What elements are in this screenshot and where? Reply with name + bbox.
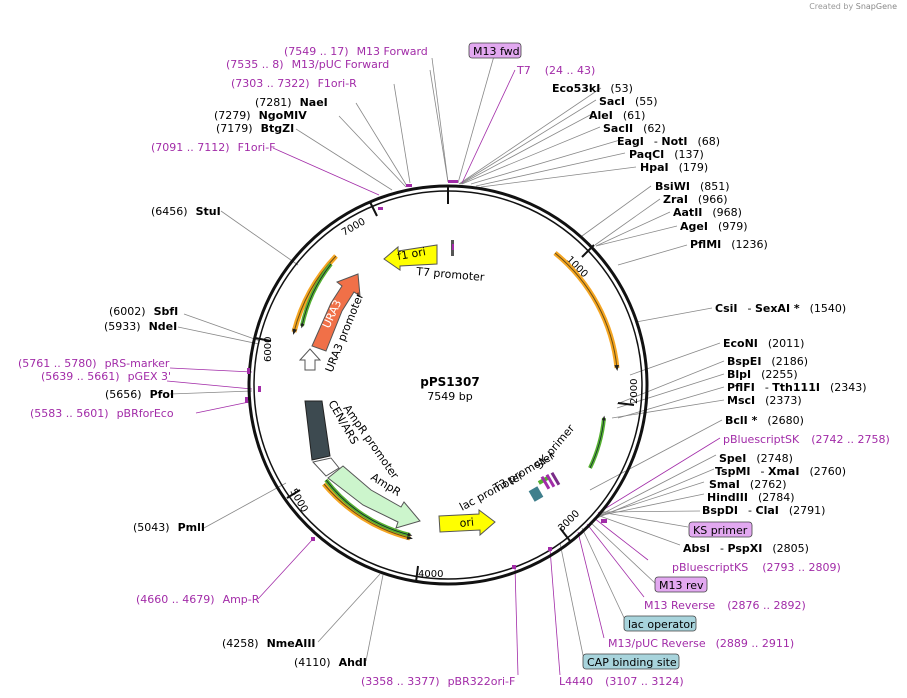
snapgene-watermark: Created by SnapGene [809,2,897,11]
nmeaiii-site-label[interactable]: (4258)NmeAIII [222,637,316,650]
cap-binding-site-box[interactable] [582,653,680,670]
green-arc-strokes [300,263,606,537]
eagi-noti-site-label[interactable]: EagI- NotI(68) [617,135,720,148]
pmli-site-label[interactable]: (5043)PmlI [133,521,205,534]
ks-primer-label: KS primer [693,524,748,537]
hindiii-site-label[interactable]: HindIII(2784) [707,491,795,504]
ngomiv-site-label[interactable]: (7279)NgoMIV [214,109,307,122]
m13-rev-label: M13 rev [659,579,704,592]
tick-2000: 2000 [629,379,640,404]
pfoi-site-label[interactable]: (5656)PfoI [105,388,174,401]
eco53ki-site-label[interactable]: Eco53kI(53) [552,82,633,95]
blpi-site-label[interactable]: BlpI(2255) [727,368,798,381]
sbfi-site-label[interactable]: (6002)SbfI [109,305,178,318]
csii-sexai-site-label[interactable]: CsiI- SexAI *(1540) [715,302,846,315]
ks-primer-box[interactable] [688,521,753,538]
tick-marks [254,186,635,583]
t7-primer-mark [452,244,454,250]
msci-site-label[interactable]: MscI(2373) [727,394,802,407]
pbrforeco-primer-label[interactable]: (5583 .. 5601)pBRforEco [30,407,174,420]
aatii-site-label[interactable]: AatII(968) [673,206,742,219]
lac-region [528,471,561,502]
plasmid-length: 7549 bp [427,390,472,403]
stui-site-label[interactable]: (6456)StuI [151,205,221,218]
m13-fwd-label: M13 fwd [473,45,520,58]
cap-binding-site-label: CAP binding site [587,656,677,669]
m13-reverse-primer-label[interactable]: M13 Reverse(2876 .. 2892) [644,599,806,612]
f1ori-label: f1 ori [396,245,427,263]
m13-puc-reverse-primer-label[interactable]: M13/pUC Reverse(2889 .. 2911) [608,637,794,650]
backbone-marks [245,180,607,569]
agei-site-label[interactable]: AgeI(979) [680,220,748,233]
m13-puc-forward-primer-label[interactable]: (7535 .. 8)M13/pUC Forward [226,58,389,71]
econi-site-label[interactable]: EcoNI(2011) [723,337,804,350]
prs-marker-primer-label[interactable]: (5761 .. 5780)pRS-marker [18,357,170,370]
tick-4000: 4000 [418,569,443,580]
absi-pspxi-site-label[interactable]: AbsI- PspXI(2805) [683,542,809,555]
ampr-promoter-feature [312,457,340,477]
zrai-site-label[interactable]: ZraI(966) [663,193,728,206]
amp-r-primer-label[interactable]: (4660 .. 4679)Amp-R [136,593,260,606]
pbluescriptks-primer-label[interactable]: pBluescriptKS(2793 .. 2809) [672,561,841,574]
ampr-feature [327,465,421,529]
pflfi-tth111i-site-label[interactable]: PflFI- Tth111I(2343) [727,381,867,394]
tick-3000: 3000 [556,508,582,534]
paqci-site-label[interactable]: PaqCI(137) [629,148,704,161]
sk-primer-label: SK primer [532,422,577,472]
leader-lines [166,55,725,676]
btgzi-site-label[interactable]: (7179)BtgZI [216,122,294,135]
m13-rev-box[interactable] [654,576,708,593]
ura3-promoter-feature [298,348,322,371]
tick-6000: 6000 [263,337,274,362]
tick-7000: 7000 [340,216,368,238]
saci-site-label[interactable]: SacI(55) [599,95,658,108]
pbluescriptsk-primer-label[interactable]: pBluescriptSK(2742 .. 2758) [723,433,890,446]
pgex3-primer-label[interactable]: (5639 .. 5661)pGEX 3' [41,370,171,383]
pflmi-site-label[interactable]: PflMI(1236) [690,238,768,251]
f1ori-feature [383,244,438,271]
naei-site-label[interactable]: (7281)NaeI [255,96,328,109]
t7-primer-label[interactable]: T7(24 .. 43) [516,64,595,77]
lac-operator-label: lac operator [628,618,695,631]
f1ori-f-primer-label[interactable]: (7091 .. 7112)F1ori-F [151,141,276,154]
bcli-site-label[interactable]: BclI *(2680) [725,414,804,427]
ndei-site-label[interactable]: (5933)NdeI [104,320,177,333]
ahdi-site-label[interactable]: (4110)AhdI [294,656,367,669]
sacii-site-label[interactable]: SacII(62) [603,122,666,135]
bspdi-clai-site-label[interactable]: BspDI- ClaI(2791) [702,504,825,517]
cenars-feature [304,400,331,461]
plasmid-name: pPS1307 [420,375,479,389]
ura3-feature [311,273,361,352]
bsiwi-site-label[interactable]: BsiWI(851) [655,180,730,193]
spei-site-label[interactable]: SpeI(2748) [719,452,793,465]
alei-site-label[interactable]: AleI(61) [589,109,645,122]
ori-label: ori [459,516,475,530]
tick-5000: 5000 [287,487,309,515]
bspei-site-label[interactable]: BspEI(2186) [727,355,808,368]
ori-feature [438,509,496,537]
f1ori-r-primer-label[interactable]: (7303 .. 7322)F1ori-R [231,77,357,90]
l4440-primer-label[interactable]: L4440(3107 .. 3124) [559,675,684,688]
m13-fwd-box[interactable] [468,42,522,59]
t7-promoter-label: T7 promoter [415,265,486,284]
orf-arc-strokes [292,252,620,540]
m13-forward-primer-label[interactable]: (7549 .. 17)M13 Forward [284,45,428,58]
tspmi-xmai-site-label[interactable]: TspMI- XmaI(2760) [715,465,846,478]
smai-site-label[interactable]: SmaI(2762) [709,478,786,491]
pbr322ori-primer-label[interactable]: (3358 .. 3377)pBR322ori-F [361,675,515,688]
lac-operator-box[interactable] [623,615,697,632]
hpai-site-label[interactable]: HpaI(179) [640,161,708,174]
